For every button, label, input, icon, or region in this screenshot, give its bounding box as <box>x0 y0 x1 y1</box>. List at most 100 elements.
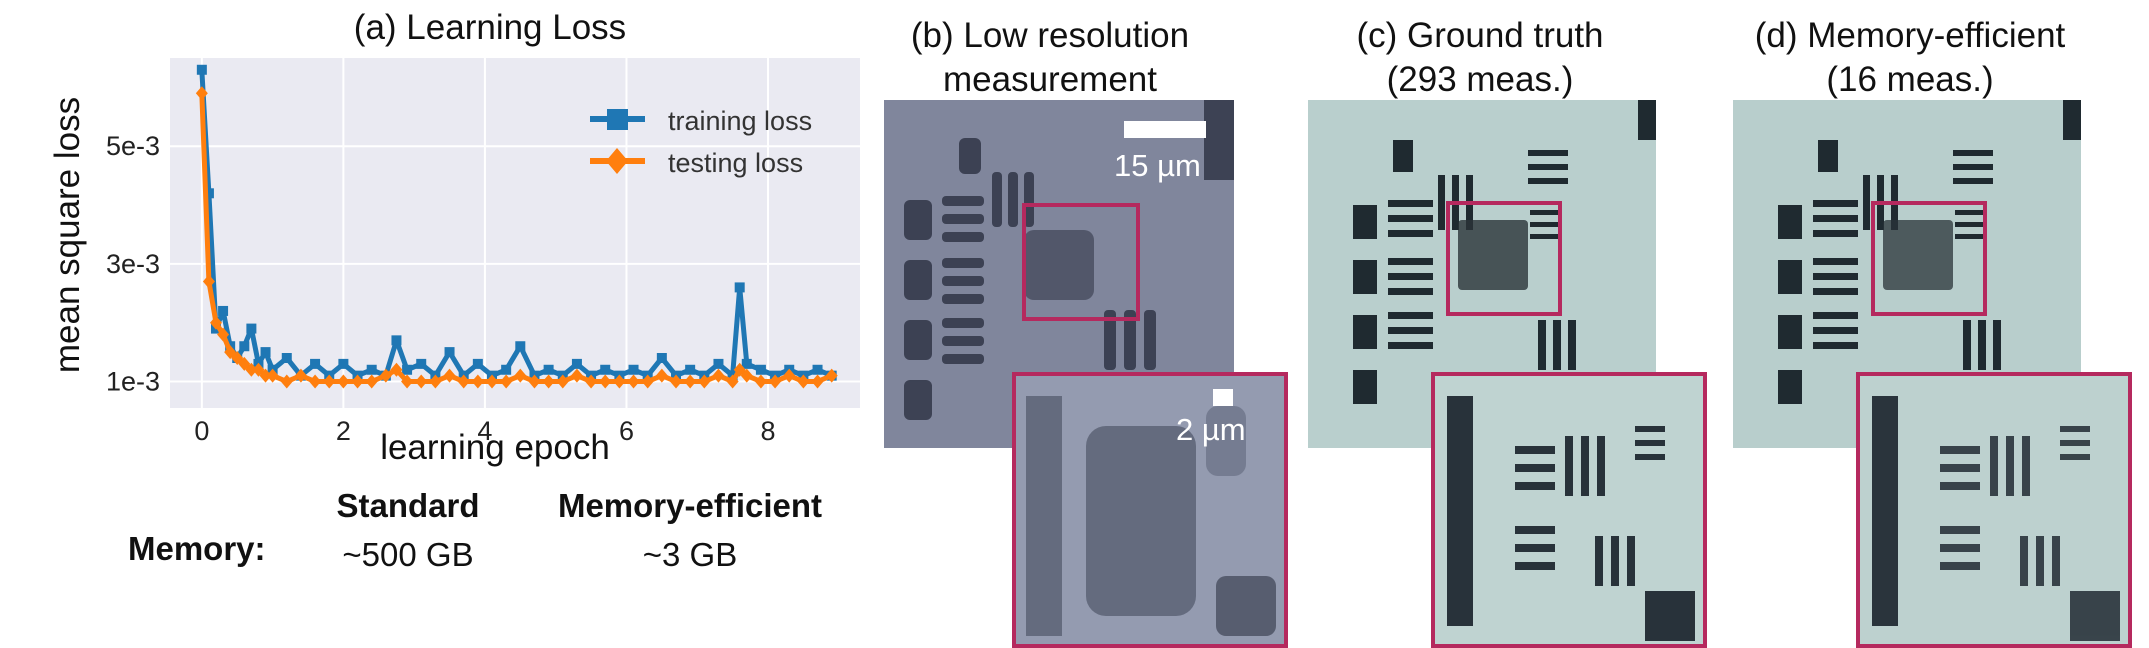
panel-d-highlight-box <box>1871 201 1987 316</box>
testing-point <box>825 368 838 383</box>
testing-point <box>556 374 569 389</box>
testing-point <box>217 327 230 342</box>
scale-bar-2um <box>1213 389 1233 406</box>
series-line-training <box>199 69 833 379</box>
training-point <box>812 364 823 375</box>
testing-point <box>351 374 364 389</box>
testing-point <box>266 368 279 383</box>
testing-point <box>542 374 555 389</box>
legend-testing-label: testing loss <box>668 148 803 178</box>
testing-point <box>390 362 403 377</box>
memory-efficient-header: Memory-efficient <box>557 487 823 524</box>
training-point <box>260 347 271 358</box>
testing-point <box>514 368 527 383</box>
panel-d-zoom-image <box>1860 376 2128 644</box>
testing-point <box>471 374 484 389</box>
testing-point <box>252 362 265 377</box>
x-axis-label: learning epoch <box>380 428 610 467</box>
training-point <box>656 353 667 363</box>
panel-c-highlight-box <box>1446 201 1562 316</box>
testing-point <box>769 374 782 389</box>
training-point <box>366 364 377 375</box>
testing-point <box>797 374 810 389</box>
series-line-testing <box>199 93 833 384</box>
testing-point <box>365 374 378 389</box>
y-tick-labels: 1e-33e-35e-3 <box>106 131 160 396</box>
training-point <box>239 341 250 352</box>
grid-lines <box>170 58 860 408</box>
training-point <box>444 347 455 358</box>
x-tick-label: 8 <box>760 416 775 446</box>
testing-point <box>231 351 244 365</box>
testing-point <box>259 368 272 383</box>
memory-row-label: Memory: <box>128 530 266 567</box>
testing-point <box>811 374 824 389</box>
y-tick-label: 3e-3 <box>106 249 160 279</box>
training-point <box>338 358 349 369</box>
y-axis-label: mean square loss <box>48 96 87 374</box>
testing-point <box>210 315 222 330</box>
panel-b-highlight-box <box>1022 203 1140 321</box>
testing-point <box>195 86 208 101</box>
y-tick-label: 1e-3 <box>106 367 160 397</box>
x-tick-label: 0 <box>194 416 209 446</box>
panel-b-zoom-image <box>1016 376 1284 644</box>
standard-header: Standard <box>336 487 480 524</box>
testing-point <box>733 362 746 377</box>
testing-point <box>500 374 513 389</box>
testing-point <box>726 374 739 389</box>
panel-b-title: (b) Low resolution measurement <box>910 16 1190 99</box>
testing-point <box>585 374 598 389</box>
testing-point <box>641 374 654 389</box>
panel-c-zoom-inset <box>1431 372 1707 648</box>
scale-label-15um: 15 µm <box>1114 148 1201 183</box>
panel-b-zoom-inset <box>1012 372 1288 648</box>
testing-point <box>712 368 725 383</box>
training-point <box>571 358 582 369</box>
testing-point <box>379 368 392 383</box>
testing-point <box>684 374 697 389</box>
x-tick-label: 6 <box>619 416 634 446</box>
testing-point <box>754 374 767 389</box>
testing-point <box>202 274 215 289</box>
testing-point <box>698 374 711 389</box>
testing-point <box>670 374 682 389</box>
x-tick-labels: 0 2 4 6 8 <box>194 416 775 446</box>
testing-point <box>401 374 414 389</box>
testing-point <box>528 374 541 389</box>
training-point <box>501 364 512 375</box>
training-point <box>416 358 427 369</box>
legend-training-label: training loss <box>668 106 812 136</box>
testing-point <box>627 374 640 389</box>
testing-point <box>443 368 456 383</box>
testing-point <box>337 374 350 389</box>
training-point <box>713 358 724 369</box>
scale-bar-15um <box>1124 121 1206 138</box>
panel-c-zoom-image <box>1435 376 1703 644</box>
testing-point <box>238 356 251 371</box>
testing-point <box>323 374 336 389</box>
testing-point <box>309 374 322 389</box>
legend-training-marker <box>607 109 628 130</box>
memory-efficient-value: ~3 GB <box>642 536 738 573</box>
training-point <box>600 364 611 375</box>
testing-point <box>486 374 498 389</box>
training-point <box>281 353 292 363</box>
training-point <box>543 364 554 375</box>
x-tick-label: 2 <box>336 416 351 446</box>
training-point <box>472 358 483 369</box>
training-point <box>628 364 639 375</box>
standard-memory-value: ~500 GB <box>342 536 474 573</box>
testing-point <box>570 368 583 383</box>
training-point <box>402 364 413 375</box>
training-point <box>218 305 229 316</box>
training-point <box>310 358 321 369</box>
testing-point <box>783 368 796 383</box>
training-point <box>755 364 766 375</box>
testing-point <box>224 345 237 360</box>
scale-label-2um: 2 µm <box>1176 412 1246 447</box>
training-point <box>734 282 745 293</box>
x-tick-label: 4 <box>477 416 492 446</box>
legend: training loss testing loss <box>590 106 812 178</box>
